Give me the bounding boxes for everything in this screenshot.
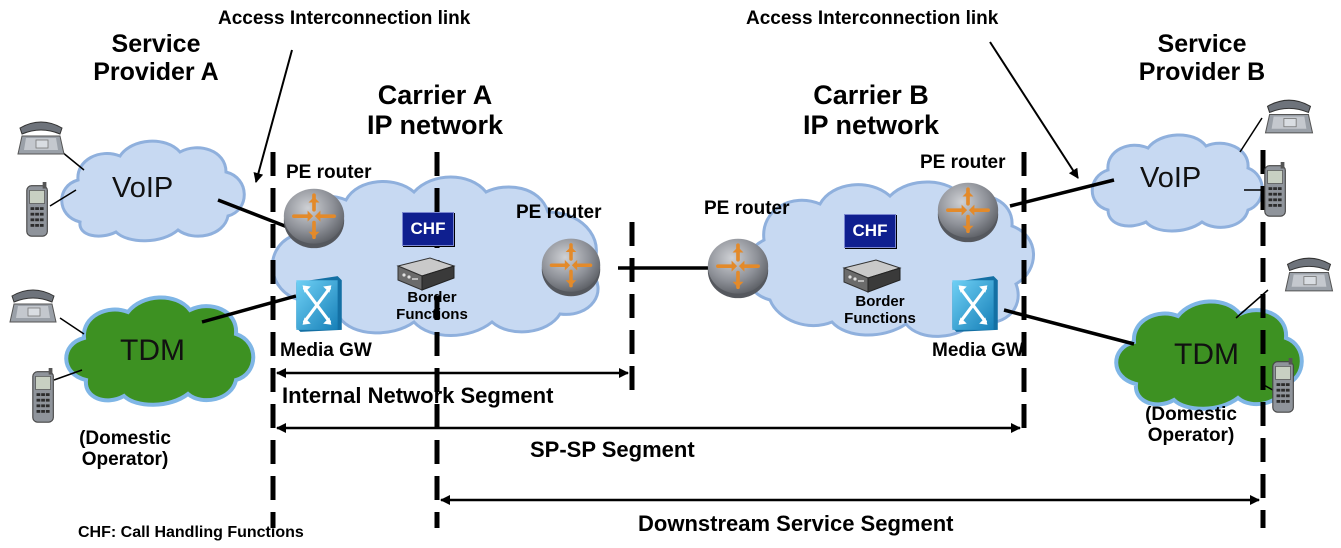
voip-cloud-b	[1090, 133, 1264, 233]
access-link-label-right: Access Interconnection link	[746, 8, 999, 29]
domestic-operator-label: (Domestic Operator)	[79, 428, 171, 471]
access-link-label-left: Access Interconnection link	[218, 8, 471, 29]
mobile-phone-icon	[26, 182, 48, 237]
phone-icon	[1264, 99, 1314, 134]
tdm-label: TDM	[120, 334, 185, 367]
mobile-phone-icon	[32, 368, 54, 423]
mobile-phone-icon	[1272, 358, 1294, 413]
tdm-cloud-b	[1114, 299, 1304, 411]
media-gw-label: Media GW	[280, 340, 372, 361]
pe-router-label: PE router	[704, 198, 790, 219]
switch-icon	[950, 274, 1000, 334]
media-gw-label: Media GW	[932, 340, 1024, 361]
phone-icon	[1284, 257, 1334, 292]
chf-badge: CHF	[402, 212, 454, 246]
voip-cloud-a	[60, 139, 246, 243]
access-link-pointers	[253, 41, 1079, 183]
downstream-segment-label: Downstream Service Segment	[638, 511, 954, 536]
switch-icon	[294, 274, 344, 334]
mobile-phone-icon	[1264, 162, 1286, 217]
router-icon	[540, 236, 602, 298]
voip-label: VoIP	[1140, 162, 1202, 194]
phone-icon	[9, 289, 57, 323]
carrier-b-title: Carrier B IP network	[802, 80, 940, 141]
voip-label: VoIP	[112, 172, 174, 204]
carrier-a-title: Carrier A IP network	[366, 80, 504, 141]
segment-arrows	[276, 368, 1260, 505]
router-icon	[936, 180, 1000, 244]
spsp-segment-label: SP-SP Segment	[530, 437, 695, 462]
pe-router-label: PE router	[920, 152, 1006, 173]
pe-router-label: PE router	[516, 202, 602, 223]
segment-boundaries	[270, 150, 1266, 528]
pe-router-label: PE router	[286, 162, 372, 183]
chf-legend: CHF: Call Handling Functions	[78, 524, 304, 541]
router-icon	[706, 236, 770, 300]
domestic-operator-label: (Domestic Operator)	[1145, 404, 1237, 447]
service-provider-b-title: Service Provider B	[1138, 30, 1266, 86]
service-provider-a-title: Service Provider A	[93, 30, 219, 86]
router-icon	[282, 186, 346, 250]
internal-network-segment-label: Internal Network Segment	[282, 383, 554, 408]
border-functions-label: Border Functions	[396, 289, 468, 323]
phone-icon	[17, 121, 65, 155]
border-functions-label: Border Functions	[844, 293, 916, 327]
tdm-cloud-a	[64, 295, 256, 407]
chf-badge: CHF	[844, 214, 896, 248]
tdm-label: TDM	[1174, 338, 1239, 371]
